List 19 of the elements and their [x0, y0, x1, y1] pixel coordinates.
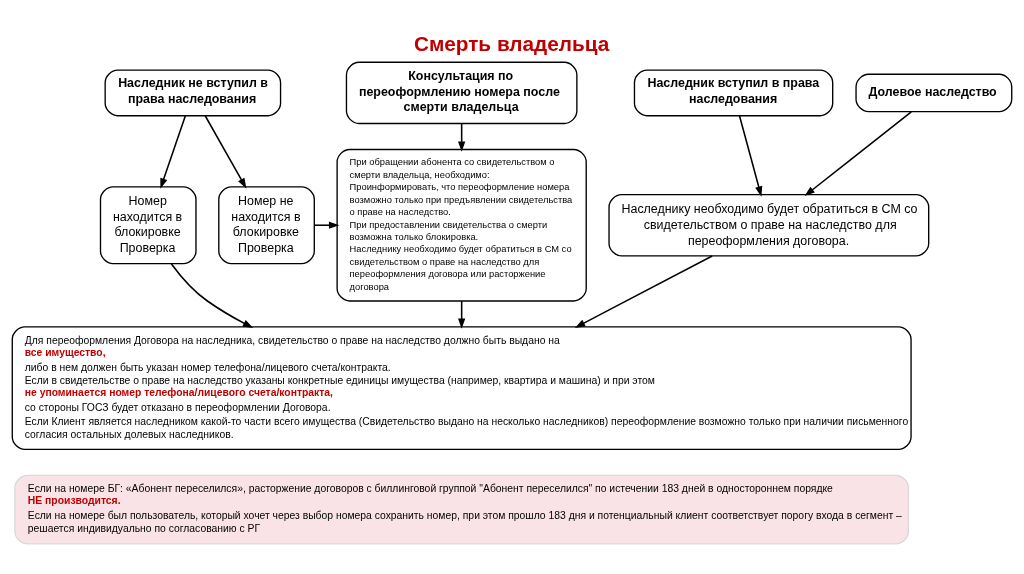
node-box: Для переоформления Договора на наследника, свидетельство о праве на наследство должно быть выдано на все имущество, либо в нем должен быть указан номер телефона/лицевого счета/контракта. Если в свидетельстве о праве на наследство указаны конкретные единицы имущества (например, квартира и машина) и при этом не упоминается номер телефона/лицевого счета/контракта, со стороны ГОСЗ будет отказано в переоформлении Договора. Если Клиент является наследником какой-то части всего имущества (Свидетельство выдано на несколько наследников) переоформление возможно только при наличии письменного согласия остальных долевых наследников. [11, 325, 912, 450]
node-box: При обращении абонента со свидетельством о смерти владельца, необходимо: Проинформировать, что переоформление номера возможно только при предъявлении свидетельства о праве на наследство. При предоставлении свидетельства о смерти возможна только блокировка. Наследнику необходимо будет обратиться в СМ со свидетельством о праве на наследство для переоформления договора или расторжение договора [336, 148, 587, 302]
node-box: Консультация по переоформлению номера после смерти владельца [345, 61, 578, 124]
node-box: Наследник не вступил в права наследования [104, 68, 282, 116]
arrow [804, 110, 913, 196]
diagram-title: Смерть владельца [413, 31, 610, 55]
arrow [204, 114, 247, 189]
arrow [313, 221, 340, 229]
node-box: Наследник вступил в права наследования [633, 68, 834, 116]
arrow [574, 254, 713, 328]
arrow [160, 114, 187, 189]
arrow [738, 114, 763, 197]
arrow [170, 262, 254, 328]
node-box: Номер находится в блокировке Проверка [99, 185, 197, 264]
node-box: Долевое наследство [855, 73, 1013, 112]
node-box: Наследнику необходимо будет обратиться в СМ со свидетельством о праве на наследство для переоформления договора. [608, 193, 930, 257]
node-box: Если на номере БГ: «Абонент переселился», расторжение договоров с биллинговой группой "Абонент переселился" по истечении 183 дней в одностороннем порядке НЕ производится. Если на номере был пользователь, который хочет через выбор номера сохранить номер, при этом прошло 183 дня и потенциальный клиент соответствует порогу входа в сегмент – решается индивидуально по согласованию с РГ [14, 474, 910, 545]
node-box: Номер не находится в блокировке Проверка [218, 185, 315, 264]
arrow [458, 122, 466, 152]
